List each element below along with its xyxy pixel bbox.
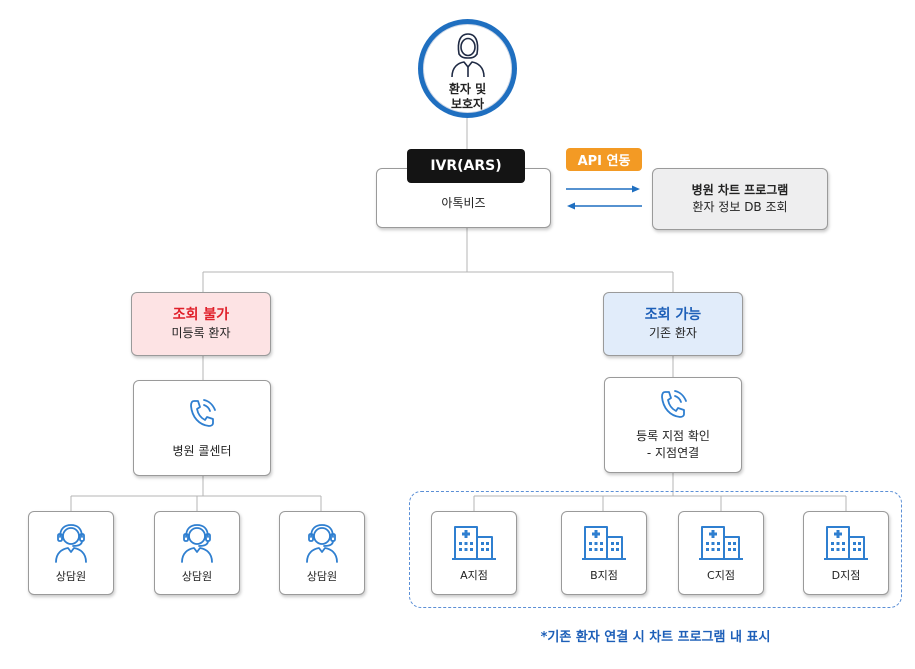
caller-label-line2: 보호자 [450, 97, 485, 111]
lookup-failed-status: 조회 불가 [172, 307, 230, 323]
person-icon [451, 33, 485, 78]
agent-label: 상담원 [181, 570, 213, 583]
call-center-label: 병원 콜센터 [172, 443, 232, 458]
branch-label: B지점 [590, 569, 618, 582]
agent-box-3: 상담원 [279, 511, 365, 595]
branch-box-1: A지점 [431, 511, 517, 595]
branch-group-border [409, 491, 902, 608]
agent-label: 상담원 [55, 570, 87, 583]
headset-agent-icon [306, 524, 338, 563]
agent-label: 상담원 [306, 570, 338, 583]
ivr-label: IVR(ARS) [407, 149, 525, 183]
ivr-name: 아톡비즈 [441, 195, 486, 210]
branch-box-4: D지점 [803, 511, 889, 595]
phone-icon [661, 390, 687, 418]
branch-box-3: C지점 [678, 511, 764, 595]
caller-avatar [423, 24, 512, 113]
branch-routing-line1: 등록 지점 확인 [636, 429, 710, 443]
chart-program-box: 병원 차트 프로그램 환자 정보 DB 조회 [652, 168, 828, 230]
branch-label: C지점 [707, 569, 735, 582]
lookup-ok-box: 조회 가능 기존 환자 [603, 292, 743, 356]
caller-label-line1: 환자 및 [448, 82, 487, 96]
branch-routing-box: 등록 지점 확인 - 지점연결 [604, 377, 742, 473]
agent-box-1: 상담원 [28, 511, 114, 595]
lookup-failed-box: 조회 불가 미등록 환자 [131, 292, 271, 356]
lookup-failed-subtitle: 미등록 환자 [171, 326, 231, 340]
hospital-building-icon [699, 526, 743, 560]
caller-label: 환자 및 보호자 [423, 82, 512, 112]
api-badge: API 연동 [566, 148, 642, 171]
footnote: *기존 환자 연결 시 차트 프로그램 내 표시 [540, 630, 771, 645]
branch-box-2: B지점 [561, 511, 647, 595]
chart-program-subtitle: 환자 정보 DB 조회 [692, 200, 788, 214]
phone-icon [190, 398, 216, 427]
headset-agent-icon [55, 524, 87, 563]
hospital-building-icon [824, 526, 868, 560]
hospital-building-icon [582, 526, 626, 560]
branch-label: D지점 [831, 569, 861, 582]
headset-agent-icon [181, 524, 213, 563]
lookup-ok-status: 조회 가능 [644, 307, 702, 323]
chart-program-title: 병원 차트 프로그램 [691, 183, 789, 197]
lookup-ok-subtitle: 기존 환자 [649, 326, 697, 340]
call-center-box: 병원 콜센터 [133, 380, 271, 476]
hospital-building-icon [452, 526, 496, 560]
branch-routing-line2: - 지점연결 [646, 446, 700, 460]
agent-box-2: 상담원 [154, 511, 240, 595]
branch-label: A지점 [460, 569, 488, 582]
